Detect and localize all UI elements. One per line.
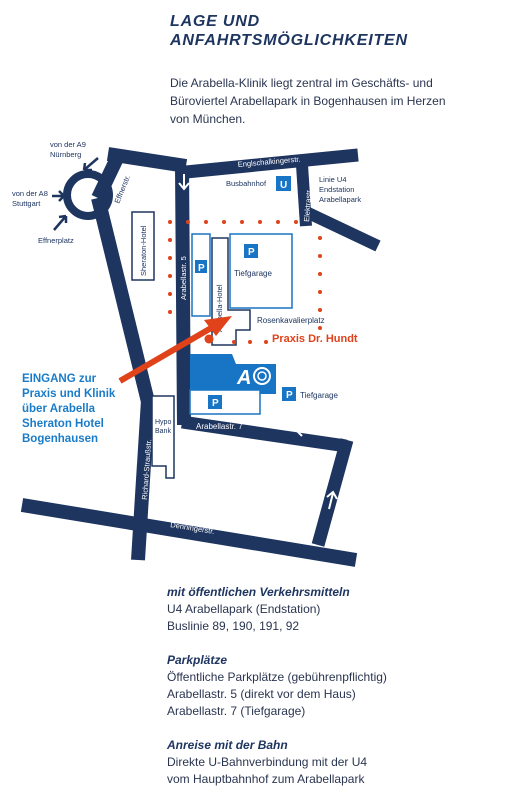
public-transport-heading: mit öffentlichen Verkehrsmitteln	[167, 585, 350, 599]
label-from-a8-2: Stuttgart	[12, 199, 41, 208]
location-map: Sheraton-Hotel P P Tiefgarage Arabella-H…	[12, 140, 381, 567]
label-from-a9-2: Nürnberg	[50, 150, 81, 159]
label-hypo-2: Bank	[155, 428, 171, 435]
label-rosenkavalierplatz: Rosenkavalierplatz	[257, 316, 325, 325]
arrow-from-a9-icon	[82, 157, 99, 172]
public-transport-line-2: Buslinie 89, 190, 191, 92	[167, 619, 300, 633]
label-arabellastr-5: Arabellastr. 5	[179, 256, 188, 300]
road-mittlerer-ring	[91, 196, 157, 412]
road-arabellastr-7	[181, 415, 347, 453]
logo-circle	[253, 367, 271, 385]
road-denningerstr	[20, 498, 358, 567]
down-arrow-icon	[178, 174, 190, 191]
label-from-a9-1: von der A9	[50, 140, 86, 149]
parking-sign-2	[244, 244, 258, 258]
section-train: Anreise mit der Bahn Direkte U-Bahnverbi…	[167, 737, 497, 788]
label-arabella-hotel: Arabella-Hotel	[215, 284, 224, 332]
approach-arrows	[52, 157, 99, 231]
label-arabellastr-7: Arabellastr. 7	[196, 422, 243, 431]
parking-p-3: P	[212, 398, 219, 409]
entrance-arrow-icon	[118, 321, 220, 384]
logo-arabella: A	[236, 367, 271, 389]
entrance-line-5: Bogenhausen	[22, 433, 98, 445]
road-network	[20, 147, 381, 567]
footpath-dots	[168, 220, 322, 344]
label-linie-u4-1: Linie U4	[319, 175, 347, 184]
page-title-line-1: LAGE UND	[170, 13, 260, 30]
label-linie-u4-3: Arabellapark	[319, 195, 361, 204]
building-parking-south	[189, 389, 261, 415]
label-elektrastr: Elektrastr.	[302, 188, 313, 222]
train-line-1: Direkte U-Bahnverbindung mit der U4	[167, 755, 368, 769]
logo-mark: A	[236, 367, 251, 389]
label-linie-u4-2: Endstation	[319, 185, 354, 194]
page-title-line-2: ANFAHRTSMÖGLICHKEITEN	[170, 32, 408, 49]
intro-line-3: von München.	[170, 112, 246, 126]
label-effnerstr: Effnerstr.	[113, 174, 133, 205]
building-parking-west	[191, 233, 211, 317]
arrow-from-a8-icon	[52, 190, 65, 202]
label-praxis-dr-hundt: Praxis Dr. Hundt	[272, 333, 358, 345]
parking-sign-1	[195, 260, 207, 273]
up-arrow-icon	[326, 490, 338, 510]
u-bahn-sign	[276, 176, 291, 191]
label-busbahnhof: Busbahnhof	[226, 179, 267, 188]
section-public-transport: mit öffentlichen Verkehrsmitteln U4 Arab…	[167, 584, 497, 635]
road-east-branch	[299, 204, 381, 252]
parking-p-1: P	[198, 263, 205, 274]
u-bahn-symbol: U	[280, 180, 287, 191]
building-sheraton-hotel	[131, 211, 155, 281]
label-tiefgarage-south: Tiefgarage	[300, 391, 339, 400]
arrow-effnerplatz-icon	[53, 214, 68, 231]
entrance-note: EINGANG zur Praxis und Klinik über Arabe…	[22, 373, 116, 445]
parking-sign-3	[208, 395, 222, 409]
parking-sign-4	[282, 387, 296, 401]
left-arrow-icon	[295, 425, 315, 437]
label-from-a8-1: von der A8	[12, 189, 48, 198]
label-hypo-1: Hypo	[155, 419, 171, 426]
train-heading: Anreise mit der Bahn	[167, 738, 288, 752]
parking-p-4: P	[286, 390, 293, 401]
section-parking: Parkplätze Öffentliche Parkplätze (gebüh…	[167, 652, 497, 720]
entrance-line-1: EINGANG zur	[22, 373, 97, 385]
label-tiefgarage-north: Tiefgarage	[234, 269, 273, 278]
public-transport-line-1: U4 Arabellapark (Endstation)	[167, 602, 321, 616]
road-richard-strauss	[131, 399, 155, 561]
parking-heading: Parkplätze	[167, 653, 228, 667]
train-line-2: vom Hauptbahnhof zum Arabellapark	[167, 772, 365, 786]
entrance-line-2: Praxis und Klinik	[22, 388, 116, 400]
entrance-arrowhead	[204, 316, 232, 336]
parking-line-3: Arabellastr. 7 (Tiefgarage)	[167, 704, 306, 718]
label-richard-strauss: Richard-Straußstr.	[140, 439, 153, 500]
parking-p-2: P	[248, 247, 255, 258]
label-sheraton: Sheraton-Hotel	[139, 225, 148, 276]
building-hypo-bank	[151, 395, 175, 479]
down-arrow-icon	[308, 226, 320, 243]
building-tiefgarage-north	[229, 233, 293, 309]
intro-line-2: Büroviertel Arabellapark in Bogenhausen …	[170, 94, 446, 108]
page-title: LAGE UND ANFAHRTSMÖGLICHKEITEN	[170, 12, 408, 50]
entrance-line-4: Sheraton Hotel	[22, 418, 104, 430]
road-englschalkingerstr	[185, 148, 359, 179]
road-north-connector	[106, 147, 188, 173]
roundabout-effnerplatz	[63, 170, 113, 220]
label-effnerplatz: Effnerplatz	[38, 236, 74, 245]
location-marker-praxis	[204, 334, 214, 344]
parking-line-2: Arabellastr. 5 (direkt vor dem Haus)	[167, 687, 356, 701]
intro-text: Die Arabella-Klinik liegt zentral im Ges…	[170, 74, 490, 128]
road-arabellastr-5	[175, 165, 191, 426]
parking-line-1: Öffentliche Parkplätze (gebührenpflichti…	[167, 670, 387, 684]
road-direction-arrows	[178, 174, 338, 510]
entrance-line-3: über Arabella	[22, 403, 96, 415]
intro-line-1: Die Arabella-Klinik liegt zentral im Ges…	[170, 76, 433, 90]
logo-circle-inner	[257, 371, 267, 381]
building-arabella-klinik	[190, 354, 276, 394]
